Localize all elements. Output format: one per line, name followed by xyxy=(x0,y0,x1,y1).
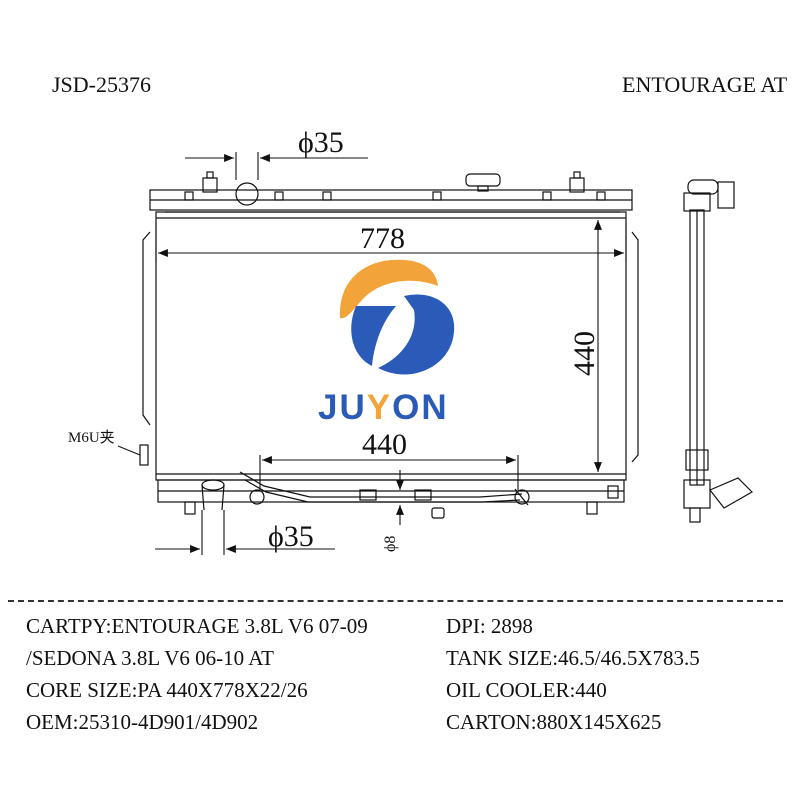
inlet-pipe xyxy=(235,182,259,206)
logo-text-y: Y xyxy=(366,388,393,427)
radiator-drawing: ϕ35 778 440 440 ϕ35 ϕ8 M6U夹 xyxy=(68,126,753,555)
bottom-feet xyxy=(184,489,598,519)
dim-top-pipe: ϕ35 xyxy=(298,126,344,159)
juyon-logo-text: JUYON xyxy=(318,388,449,428)
spec-core-size: CORE SIZE:PA 440X778X22/26 xyxy=(26,678,308,702)
spec-cartpy: CARTPY:ENTOURAGE 3.8L V6 07-09 xyxy=(26,614,368,638)
dim-height: 440 xyxy=(568,331,601,376)
spec-oem: OEM:25310-4D901/4D902 xyxy=(26,710,259,734)
oil-cooler-line xyxy=(239,471,530,506)
model-label: ENTOURAGE AT xyxy=(622,72,788,97)
spec-oil-cooler: OIL COOLER:440 xyxy=(446,678,607,702)
spec-divider xyxy=(8,600,783,602)
spec-carton: CARTON:880X145X625 xyxy=(446,710,662,734)
radiator-cap xyxy=(465,173,501,192)
bottom-tank xyxy=(157,479,625,503)
dim-width: 778 xyxy=(360,222,405,255)
dim-cooler-pipe: ϕ8 xyxy=(382,536,399,552)
tank-studs xyxy=(184,191,606,201)
side-view xyxy=(683,179,753,523)
clip-label: M6U夹 xyxy=(68,429,115,446)
side-clip xyxy=(139,444,149,466)
top-tank xyxy=(149,189,633,213)
spec-tank-size: TANK SIZE:46.5/46.5X783.5 xyxy=(446,646,700,670)
spec-cartpy-2: /SEDONA 3.8L V6 06-10 AT xyxy=(26,646,274,670)
juyon-logo-icon xyxy=(339,259,455,375)
dim-bottom-pipe: ϕ35 xyxy=(268,520,314,553)
spec-dpi: DPI: 2898 xyxy=(446,614,533,638)
part-number: JSD-25376 xyxy=(52,72,152,97)
top-mount-left xyxy=(202,171,218,193)
outlet-pipe xyxy=(201,479,225,511)
logo-text-on: ON xyxy=(392,388,449,427)
dim-cooler-span: 440 xyxy=(362,428,407,461)
logo-text-ju: JU xyxy=(318,388,367,427)
top-mount-right xyxy=(569,171,585,193)
